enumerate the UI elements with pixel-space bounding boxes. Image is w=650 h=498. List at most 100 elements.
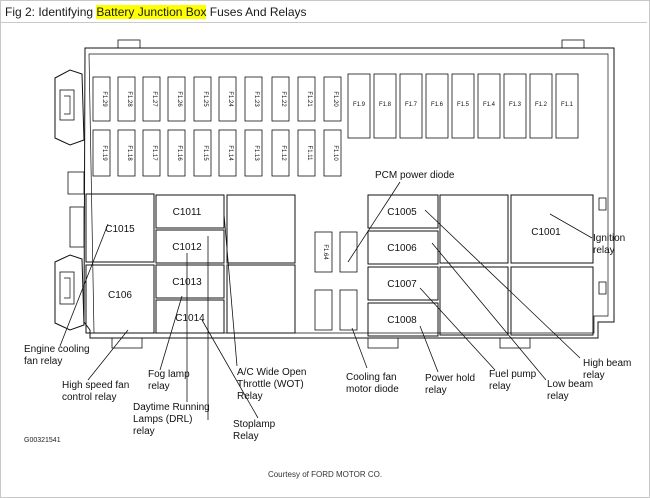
fuse — [477, 73, 501, 139]
fuse — [218, 129, 237, 177]
figure-code: G00321541 — [24, 437, 61, 444]
left-connector-bottom — [54, 254, 85, 331]
fuse-label: F1.10 — [332, 145, 338, 161]
fuse-f164 — [314, 231, 333, 273]
fuse — [271, 76, 290, 122]
callout-low-beam-1: Low beam — [547, 379, 593, 390]
fuse-row-top — [92, 76, 342, 122]
fuse-label: F1.3 — [509, 102, 522, 108]
relay-c1006 — [367, 230, 439, 265]
fuse — [347, 73, 371, 139]
relay-label-c1012: C1012 — [172, 242, 202, 253]
callout-drl-3: relay — [133, 426, 155, 437]
callout-cooling-fan-diode-1: Cooling fan — [346, 372, 397, 383]
fuse — [167, 76, 186, 122]
relay-blank-2 — [226, 264, 296, 334]
fuse-label-f164: F1.64 — [322, 244, 328, 260]
relay-label-c1015: C1015 — [105, 224, 135, 235]
fuse-label: F1.18 — [126, 145, 132, 161]
fuse-label: F1.29 — [101, 91, 107, 107]
callout-fog-lamp-1: Fog lamp — [148, 369, 190, 380]
relay-blank-3 — [439, 194, 509, 264]
fuse — [323, 129, 342, 177]
fuse — [218, 76, 237, 122]
fuse — [244, 76, 263, 122]
callout-pcm-power-diode: PCM power diode — [375, 170, 455, 181]
callout-cooling-fan-diode-2: motor diode — [346, 384, 399, 395]
relay-c1005 — [367, 194, 439, 229]
fuse-label: F1.22 — [280, 91, 286, 107]
relay-blank-1 — [226, 194, 296, 264]
fuse-labels-top: F1.29 F1.28 F1.27 F1.26 F1.25 F1.24 F1.2… — [101, 91, 338, 107]
fuse-label: F1.11 — [306, 146, 312, 162]
fuse — [142, 76, 161, 122]
relay-label-c1011: C1011 — [173, 207, 202, 218]
fuse — [529, 73, 553, 139]
credit-text: Courtesy of FORD MOTOR CO. — [267, 470, 383, 479]
callout-high-speed-fan-1: High speed fan — [62, 380, 129, 391]
relay-label-c1007: C1007 — [387, 279, 417, 290]
callout-drl-2: Lamps (DRL) — [133, 414, 192, 425]
figure-title: Fig 2: Identifying Battery Junction Box … — [5, 5, 307, 19]
fuse — [142, 129, 161, 177]
relay-blank-4 — [439, 266, 509, 336]
diode-slot-1 — [314, 289, 333, 331]
fuse-label: F1.15 — [202, 145, 208, 161]
callout-drl-1: Daytime Running — [133, 402, 210, 413]
title-suffix: Fuses And Relays — [206, 5, 307, 19]
fuse — [271, 129, 290, 177]
fuse — [244, 129, 263, 177]
callout-high-beam-1: High beam — [583, 358, 631, 369]
callout-stoplamp-2: Relay — [233, 431, 259, 442]
callout-ac-wot-3: Relay — [237, 391, 263, 402]
fuse-row-right — [347, 73, 579, 139]
callout-low-beam-2: relay — [547, 391, 569, 402]
fuse — [503, 73, 527, 139]
cooling-fan-diode-slot — [339, 289, 358, 331]
callout-fuel-pump-1: Fuel pump — [489, 369, 537, 380]
callout-ac-wot-2: Throttle (WOT) — [237, 379, 304, 390]
fuse — [193, 129, 212, 177]
pcm-power-diode-slot — [339, 231, 358, 273]
fuse-label: F1.24 — [227, 91, 233, 107]
fuse-label: F1.2 — [535, 102, 548, 108]
fuse — [117, 76, 136, 122]
relay-c1001 — [510, 194, 594, 264]
relay-c1008 — [367, 302, 439, 337]
fuse — [323, 76, 342, 122]
fuse — [399, 73, 423, 139]
callout-ac-wot-1: A/C Wide Open — [237, 367, 306, 378]
relay-label-c106: C106 — [108, 290, 132, 301]
fuse — [92, 129, 111, 177]
relay-label-c1014: C1014 — [175, 313, 205, 324]
callout-fuel-pump-2: relay — [489, 381, 511, 392]
relay-c1007 — [367, 266, 439, 301]
leader-lines — [59, 181, 593, 420]
callout-engine-cooling-1: Engine cooling — [24, 344, 90, 355]
fuse-labels-bottom: F1.19 F1.18 F1.17 F1.16 F1.15 F1.14 F1.1… — [101, 145, 338, 161]
callout-engine-cooling-2: fan relay — [24, 356, 62, 367]
fuse-label: F1.13 — [253, 145, 259, 161]
fuse-label: F1.14 — [227, 145, 233, 161]
callout-ignition-relay-1: Ignition — [593, 233, 625, 244]
title-prefix: Fig 2: Identifying — [5, 5, 97, 19]
fuse — [425, 73, 449, 139]
fuse-label: F1.4 — [483, 102, 496, 108]
fuse-label: F1.5 — [457, 102, 470, 108]
fuse-label: F1.12 — [280, 145, 286, 161]
callout-power-hold-2: relay — [425, 385, 447, 396]
relay-c1012 — [155, 229, 225, 264]
title-highlight: Battery Junction Box — [96, 5, 207, 19]
fuse — [555, 73, 579, 139]
fuse — [373, 73, 397, 139]
callout-fog-lamp-2: relay — [148, 381, 170, 392]
fuse-row-bottom — [92, 129, 342, 177]
callout-high-beam-2: relay — [583, 370, 605, 381]
fuse — [167, 129, 186, 177]
fuse — [297, 76, 316, 122]
fuse-labels-right: F1.9 F1.8 F1.7 F1.6 F1.5 F1.4 F1.3 F1.2 … — [353, 102, 574, 108]
fuse-label: F1.1 — [561, 102, 574, 108]
relay-c1011 — [155, 194, 225, 229]
